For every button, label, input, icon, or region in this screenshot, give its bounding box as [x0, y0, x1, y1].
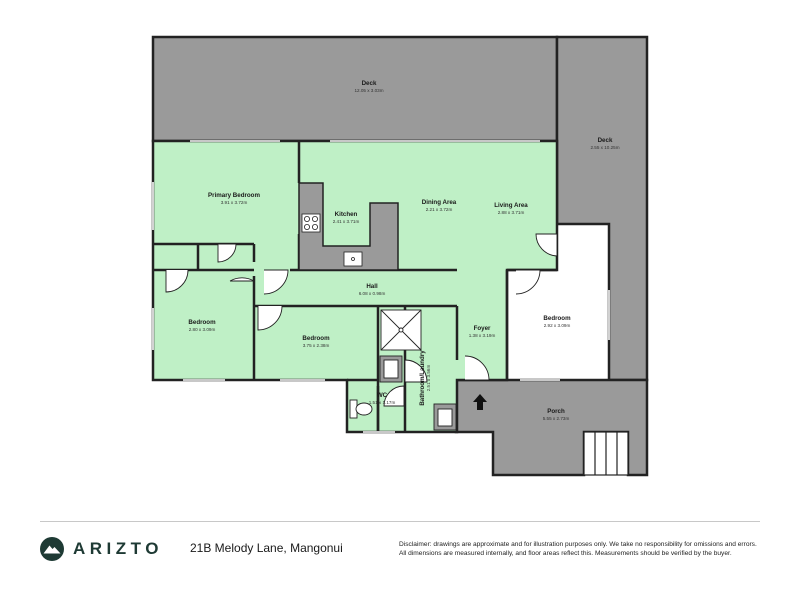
door-swings [165, 233, 558, 407]
room-dims: 5.55 x 2.73m [543, 416, 570, 421]
laundry-tub-icon [433, 403, 457, 431]
mountain-logo-icon [40, 537, 64, 561]
windows [152, 140, 610, 433]
room-wc: WC 1.51 x 1.17m [369, 392, 396, 405]
room-dims: 12.05 x 3.03m [354, 88, 383, 93]
room-name: WC [377, 392, 388, 399]
room-dims: 2.41 x 3.71m [333, 219, 360, 224]
room-dims: 2.21 x 3.72m [426, 207, 453, 212]
room-bathroom-laundry: Bathroom/Laundry 2.51 x 3.56m [419, 350, 431, 406]
room-name: Bathroom/Laundry [419, 350, 426, 406]
room-bedroom-left: Bedroom 2.80 x 3.09m [188, 319, 216, 332]
room-name: Foyer [474, 325, 491, 332]
room-dining-area: Dining Area 2.21 x 3.72m [422, 199, 457, 212]
room-dims: 1.51 x 1.17m [369, 400, 396, 405]
room-name: Dining Area [422, 199, 457, 206]
room-name: Primary Bedroom [208, 192, 260, 199]
room-name: Deck [362, 80, 377, 87]
room-deck-top: Deck 12.05 x 3.03m [354, 80, 383, 93]
disclaimer-line: Disclaimer: drawings are approximate and… [399, 541, 757, 548]
room-dims: 1.38 x 3.19m [469, 333, 496, 338]
room-dims: 6.08 x 0.98m [359, 291, 386, 296]
porch-steps [583, 431, 629, 476]
room-dims: 2.92 x 3.09m [544, 323, 571, 328]
room-deck-right: Deck 2.55 x 10.25m [590, 137, 619, 150]
room-primary-bedroom: Primary Bedroom 3.91 x 3.72m [208, 192, 260, 205]
vanity-icon [379, 355, 403, 383]
room-name: Kitchen [335, 211, 358, 218]
shower-icon [380, 309, 422, 351]
room-name: Living Area [494, 202, 528, 209]
entry-arrow-icon [473, 394, 487, 410]
room-name: Porch [547, 408, 565, 415]
room-hall: Hall 6.08 x 0.98m [359, 283, 386, 296]
footer-divider [40, 521, 760, 522]
kitchen-sink-icon [343, 251, 363, 267]
room-porch: Porch 5.55 x 2.73m [543, 408, 570, 421]
room-name: Hall [366, 283, 378, 290]
brand-name: ARIZTO [73, 539, 163, 558]
brand-logo: ARIZTO [40, 537, 163, 561]
room-dims: 3.75 x 2.38m [303, 343, 330, 348]
disclaimer-line: All dimensions are measured internally, … [399, 550, 732, 557]
room-bedroom-right: Bedroom 2.92 x 3.09m [543, 315, 571, 328]
room-bedroom-middle: Bedroom 3.75 x 2.38m [302, 335, 330, 348]
room-name: Deck [598, 137, 613, 144]
deck-right-area [555, 35, 649, 382]
deck-top-area [151, 35, 559, 143]
room-foyer: Foyer 1.38 x 3.19m [469, 325, 496, 338]
room-name: Bedroom [302, 335, 330, 342]
room-living-area: Living Area 2.88 x 3.71m [494, 202, 528, 215]
room-kitchen: Kitchen 2.41 x 3.71m [333, 211, 360, 224]
toilet-icon [349, 399, 373, 419]
room-dims: 2.80 x 3.09m [189, 327, 216, 332]
floor-plan: Deck 12.05 x 3.03m Deck 2.55 x 10.25m Pr… [151, 35, 649, 477]
room-dims: 2.55 x 10.25m [590, 145, 619, 150]
kitchen-counter [298, 182, 399, 271]
property-address: 21B Melody Lane, Mangonui [190, 541, 343, 555]
room-name: Bedroom [543, 315, 571, 322]
room-name: Bedroom [188, 319, 216, 326]
cooktop-icon [301, 213, 321, 233]
room-dims: 2.51 x 3.56m [426, 365, 431, 392]
room-dims: 2.88 x 3.71m [498, 210, 525, 215]
room-dims: 3.91 x 3.72m [221, 200, 248, 205]
disclaimer: Disclaimer: drawings are approximate and… [399, 540, 769, 558]
